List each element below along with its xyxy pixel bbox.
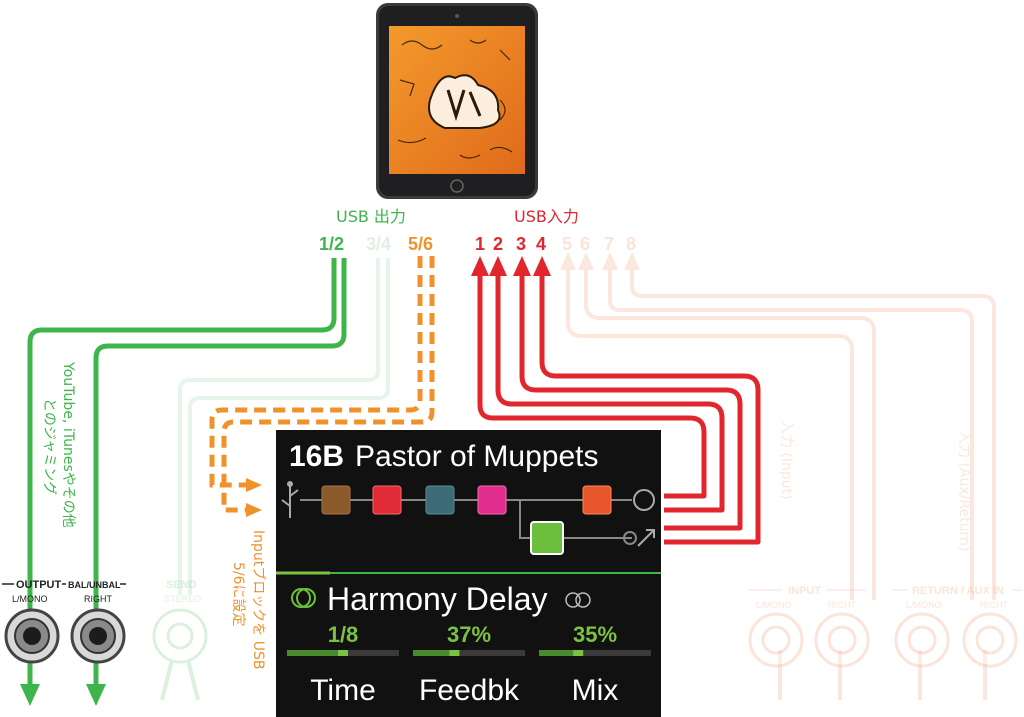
signal-chain — [281, 481, 655, 555]
param-bar-fill-mix — [539, 650, 579, 656]
send-sub: STEREO — [164, 594, 201, 604]
input-note-line-1: Inputブロックを USB — [250, 530, 267, 669]
block-3[interactable] — [425, 485, 455, 515]
output-arrows — [20, 684, 106, 706]
usb-in-ch-5: 5 — [562, 234, 572, 254]
usb-in-ch-8: 8 — [626, 234, 636, 254]
usb-out-green-paths — [27, 258, 347, 690]
return-jacks: RETURN / AUX IN L/MONO RIGHT — [892, 585, 1022, 668]
send-title: SEND — [166, 579, 197, 591]
output-jacks: OUTPUT BAL/UNBAL L/MONO RIGHT — [2, 579, 126, 664]
block-title-row: Harmony Delay — [291, 581, 591, 617]
param-bar-knob-time[interactable] — [338, 650, 348, 656]
input-jacks: INPUT L/MONO RIGHT — [748, 585, 870, 668]
helix-screen: 16B Pastor of Muppets — [276, 430, 661, 717]
param-bar-fill-time — [287, 650, 343, 656]
block-1[interactable] — [321, 485, 351, 515]
param-bar-knob-mix[interactable] — [573, 650, 584, 656]
block-enabled-icon — [291, 588, 311, 608]
preset-name: Pastor of Muppets — [355, 440, 598, 473]
usb-out-title: USB 出力 — [336, 207, 406, 226]
block-name: Harmony Delay — [327, 581, 548, 617]
block-4[interactable] — [477, 485, 507, 515]
usb-out-orange-dashed — [209, 256, 435, 513]
usb-in-red-paths — [477, 272, 761, 545]
split-node — [623, 531, 637, 545]
return-right-label: RIGHT — [980, 600, 1009, 610]
input-note-line-2: 5/6に設定 — [230, 562, 246, 627]
output-right-label: RIGHT — [84, 594, 113, 604]
ipad-image — [376, 3, 538, 199]
param-bar-track-feedbk — [413, 650, 525, 656]
jam-note-line-1: YouTube, iTunesやその他 — [60, 361, 76, 528]
usb-in-ch-6: 6 — [580, 234, 590, 254]
output-balunbal: BAL/UNBAL — [68, 580, 121, 590]
input-title: INPUT — [788, 585, 821, 597]
usb-out-ch-1-2: 1/2 — [319, 234, 344, 254]
input-right-label: RIGHT — [828, 600, 857, 610]
param-label-feedbk: Feedbk — [419, 674, 520, 707]
faded-note-input: 入力 (Input) — [778, 420, 794, 500]
return-title: RETURN / AUX IN — [912, 585, 1004, 597]
param-value-time: 1/8 — [328, 622, 359, 647]
preset-number: 16B — [289, 440, 344, 473]
return-left-label: L/MONO — [906, 600, 942, 610]
block-harmony-delay[interactable] — [530, 521, 564, 555]
block-2[interactable] — [372, 485, 402, 515]
usb-icon — [281, 481, 299, 518]
param-bar-track-mix — [539, 650, 651, 656]
param-value-mix: 35% — [573, 622, 617, 647]
param-row: 1/8 37% 35% Time Feedbk Mix — [287, 622, 651, 707]
input-left-label: L/MONO — [756, 600, 792, 610]
faded-annotations: 入力 (Input) 入力 (Aux/Return) — [778, 420, 972, 551]
param-bar-knob-feedbk[interactable] — [449, 650, 460, 656]
usb-in-arrowheads — [471, 256, 551, 276]
faded-paths — [178, 252, 996, 700]
usb-in-labels: USB入力 1 2 3 4 5 6 7 8 — [475, 207, 636, 254]
param-label-mix: Mix — [572, 674, 619, 707]
stereo-icon — [565, 592, 581, 608]
usb-in-ch-7: 7 — [604, 234, 614, 254]
faded-note-return: 入力 (Aux/Return) — [956, 430, 972, 551]
param-value-feedbk: 37% — [447, 622, 491, 647]
output-left-label: L/MONO — [12, 594, 48, 604]
send-jack: SEND STEREO — [152, 579, 208, 701]
usb-in-ch-4: 4 — [536, 234, 546, 254]
usb-out-labels: USB 出力 1/2 3/4 5/6 — [319, 207, 433, 254]
usb-in-ch-2: 2 — [493, 234, 503, 254]
block-5[interactable] — [582, 485, 612, 515]
input-annotation: Inputブロックを USB 5/6に設定 — [230, 530, 267, 669]
jam-note-line-2: とのジャミング — [41, 398, 57, 495]
usb-in-title: USB入力 — [514, 207, 579, 226]
param-bar-fill-feedbk — [413, 650, 455, 656]
output-title: OUTPUT — [16, 579, 62, 591]
orange-arrowheads — [246, 478, 262, 517]
usb-in-ch-1: 1 — [475, 234, 485, 254]
jamming-annotation: YouTube, iTunesやその他 とのジャミング — [41, 361, 76, 528]
usb-out-ch-3-4: 3/4 — [366, 234, 391, 254]
usb-in-ch-3: 3 — [516, 234, 526, 254]
param-label-time: Time — [310, 674, 376, 707]
send-arrow-icon — [637, 529, 655, 547]
usb-out-ch-5-6: 5/6 — [408, 234, 433, 254]
output-node — [633, 489, 655, 511]
